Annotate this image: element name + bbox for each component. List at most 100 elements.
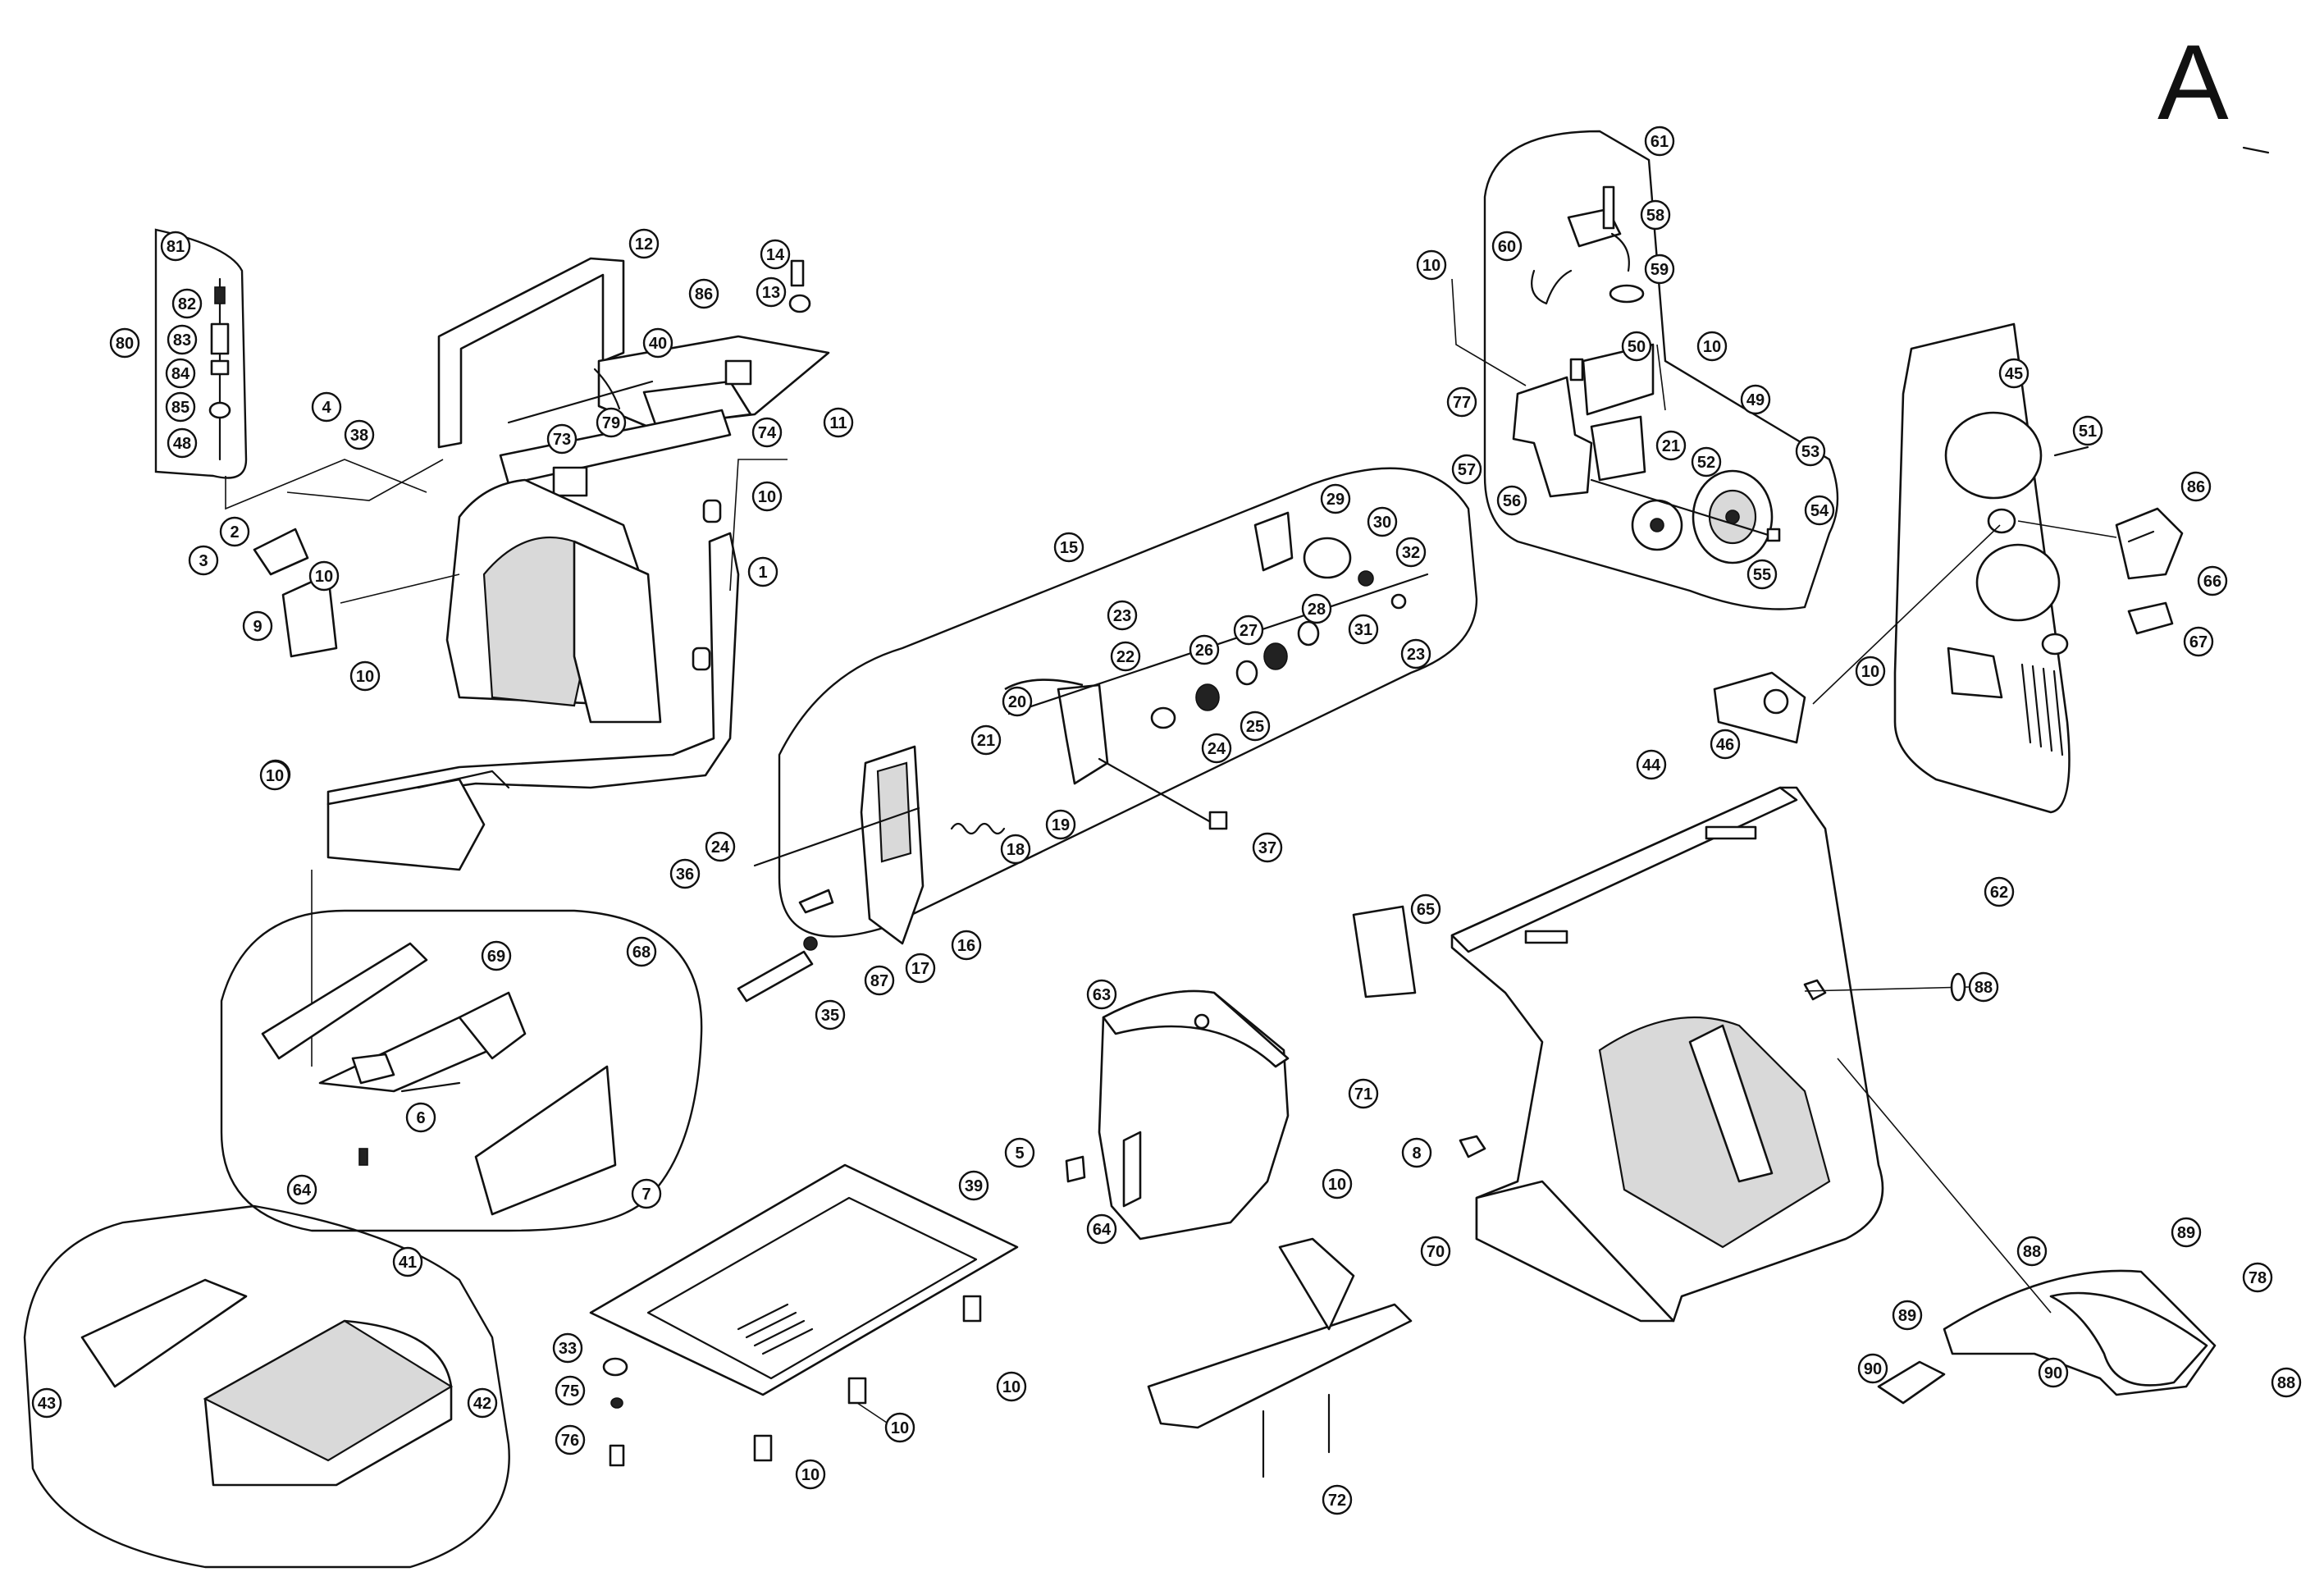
callout-number: 18 xyxy=(1007,841,1025,859)
callout-number: 55 xyxy=(1753,566,1771,584)
arm-70 xyxy=(1147,1237,1413,1478)
callout-number: 10 xyxy=(266,767,284,785)
callout-23: 23 xyxy=(1107,600,1138,631)
callout-number: 24 xyxy=(711,838,730,857)
callout-number: 12 xyxy=(635,235,653,254)
callout-90: 90 xyxy=(2038,1357,2069,1388)
callout-57: 57 xyxy=(1451,454,1482,485)
callout-number: 68 xyxy=(632,944,651,962)
callout-85: 85 xyxy=(165,391,196,423)
callout-28: 28 xyxy=(1301,593,1332,624)
callout-4: 4 xyxy=(311,391,342,423)
callout-number: 41 xyxy=(399,1254,417,1272)
callout-number: 45 xyxy=(2005,365,2023,383)
callout-69: 69 xyxy=(481,940,512,971)
callout-number: 15 xyxy=(1060,539,1078,557)
callout-number: 48 xyxy=(173,435,191,453)
callout-number: 36 xyxy=(676,866,694,884)
callout-36: 36 xyxy=(669,858,701,889)
callout-number: 14 xyxy=(766,246,785,264)
callout-37: 37 xyxy=(1252,832,1283,863)
callout-number: 23 xyxy=(1407,646,1425,664)
callout-68: 68 xyxy=(626,936,657,967)
callout-number: 88 xyxy=(2023,1243,2041,1261)
callout-number: 59 xyxy=(1651,261,1669,279)
callout-76: 76 xyxy=(555,1424,586,1455)
callout-number: 88 xyxy=(1975,979,1993,997)
callout-22: 22 xyxy=(1110,641,1141,672)
callout-number: 84 xyxy=(171,365,190,383)
assembly-49 xyxy=(1451,130,1839,610)
callout-26: 26 xyxy=(1189,634,1220,665)
callout-62: 62 xyxy=(1984,876,2015,907)
callout-29: 29 xyxy=(1320,483,1351,514)
callout-number: 50 xyxy=(1628,338,1646,356)
callout-10: 10 xyxy=(795,1459,826,1490)
callout-number: 71 xyxy=(1354,1085,1372,1104)
callout-14: 14 xyxy=(760,239,791,270)
callout-66: 66 xyxy=(2197,565,2228,596)
callout-number: 2 xyxy=(230,523,239,541)
screw-kit-80 xyxy=(154,228,248,479)
callout-40: 40 xyxy=(642,327,673,359)
callout-number: 7 xyxy=(641,1186,651,1204)
callout-number: 54 xyxy=(1810,502,1829,520)
callout-27: 27 xyxy=(1233,615,1264,646)
callout-number: 35 xyxy=(821,1007,839,1025)
callout-64: 64 xyxy=(1086,1213,1117,1245)
callout-16: 16 xyxy=(951,930,982,961)
callout-49: 49 xyxy=(1740,384,1771,415)
callout-74: 74 xyxy=(751,417,783,448)
callout-10: 10 xyxy=(349,660,381,692)
callout-30: 30 xyxy=(1367,506,1398,537)
callout-number: 27 xyxy=(1240,622,1258,640)
assembly-1-frame xyxy=(225,257,830,1067)
callout-67: 67 xyxy=(2183,626,2214,657)
base-plate-39 xyxy=(589,1163,1019,1462)
callout-number: 64 xyxy=(293,1181,312,1199)
callout-number: 53 xyxy=(1801,443,1819,461)
callout-number: 86 xyxy=(695,286,713,304)
callout-61: 61 xyxy=(1644,126,1675,157)
callout-90: 90 xyxy=(1857,1353,1888,1384)
callout-63: 63 xyxy=(1086,979,1117,1010)
callout-number: 10 xyxy=(1703,338,1721,356)
callout-31: 31 xyxy=(1348,614,1379,645)
case-41 xyxy=(23,1204,510,1569)
callout-54: 54 xyxy=(1804,495,1835,526)
panel-45 xyxy=(1713,322,2184,814)
callout-38: 38 xyxy=(344,419,375,450)
callout-number: 64 xyxy=(1093,1221,1112,1239)
callout-number: 80 xyxy=(116,335,134,353)
callout-46: 46 xyxy=(1710,729,1741,760)
callout-number: 85 xyxy=(171,399,189,417)
callout-number: 33 xyxy=(559,1340,577,1358)
callout-21: 21 xyxy=(970,724,1002,756)
callout-number: 67 xyxy=(2189,633,2208,651)
assembly-68 xyxy=(220,909,703,1232)
arm-cover-78 xyxy=(1837,1058,2217,1405)
housing-44 xyxy=(1352,786,1970,1323)
callout-64: 64 xyxy=(286,1174,317,1205)
callout-number: 10 xyxy=(356,668,374,686)
callout-number: 74 xyxy=(758,424,777,442)
callout-number: 46 xyxy=(1716,736,1734,754)
callout-88: 88 xyxy=(1968,971,1999,1003)
callout-number: 1 xyxy=(758,564,767,582)
callout-number: 75 xyxy=(561,1382,579,1401)
callout-number: 76 xyxy=(561,1432,579,1450)
callout-75: 75 xyxy=(555,1375,586,1406)
callout-layer: 8182808384854843823109101012141386401179… xyxy=(31,126,2302,1515)
callout-number: 21 xyxy=(1662,437,1680,455)
callout-number: 60 xyxy=(1498,238,1516,256)
callout-52: 52 xyxy=(1691,446,1722,477)
callout-45: 45 xyxy=(1998,358,2030,389)
callout-88: 88 xyxy=(2016,1236,2048,1267)
panel-vent xyxy=(2020,663,2064,756)
callout-10: 10 xyxy=(1322,1168,1353,1199)
callout-number: 61 xyxy=(1651,133,1669,151)
callout-55: 55 xyxy=(1746,559,1778,590)
callout-number: 51 xyxy=(2079,423,2097,441)
callout-number: 10 xyxy=(315,568,333,586)
callout-73: 73 xyxy=(546,423,578,455)
